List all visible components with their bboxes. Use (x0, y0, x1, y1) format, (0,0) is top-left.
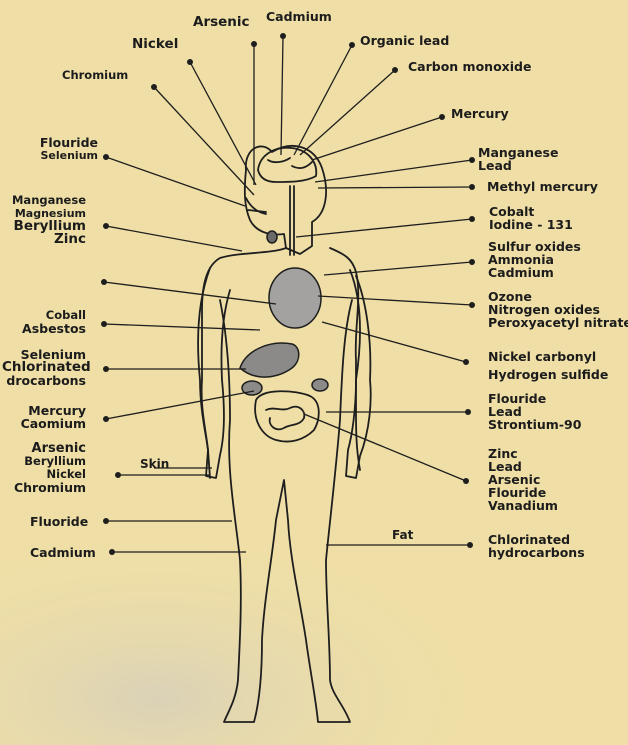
label-chromium-top: Chromium (62, 69, 128, 82)
label-flouride-lead-sr: Flouride Lead Strontium-90 (488, 392, 581, 431)
leader-zinc-group (304, 414, 466, 481)
label-arsenic-group: Arsenic Beryllium Nickel Chromium (8, 442, 86, 494)
label-line: Manganese (8, 194, 86, 207)
label-line: Lead (478, 159, 558, 172)
leader-organic-lead (294, 45, 352, 155)
leader-manganese-lead (315, 160, 472, 182)
label-line: Strontium-90 (488, 418, 581, 431)
liver (240, 343, 299, 377)
label-line: Hydrogen sulfide (488, 366, 608, 384)
label-line: Flouride (30, 136, 98, 149)
leader-ozone-group (318, 296, 472, 305)
leader-methyl-mercury (318, 187, 472, 188)
label-line: Asbestos (20, 322, 86, 335)
label-line: hydrocarbons (488, 546, 585, 559)
label-line: Fluoride (30, 515, 88, 528)
label-line: Cadmium (30, 546, 96, 559)
label-line: Nickel (132, 38, 178, 51)
label-mercury-top: Mercury (451, 107, 509, 120)
label-line: Organic lead (360, 34, 449, 47)
leader-flouride-selenium (106, 157, 245, 206)
label-cadmium-top: Cadmium (266, 10, 332, 23)
label-line: Selenium (30, 149, 98, 162)
label-line: Chromium (8, 481, 86, 494)
label-cadmium-left: Cadmium (30, 546, 96, 559)
label-mercury-caomium: Mercury Caomium (20, 404, 86, 430)
label-fat: Fat (392, 529, 413, 542)
leader-mercury-caomium (106, 391, 254, 419)
leader-coball-asbestos (104, 324, 260, 330)
leader-sulfur-left (104, 282, 276, 304)
label-line: Chromium (62, 69, 128, 82)
label-methyl-mercury: Methyl mercury (487, 180, 598, 193)
kidney-right (312, 379, 328, 391)
label-line: Caomium (20, 417, 86, 430)
label-arsenic-top: Arsenic (193, 16, 250, 29)
leader-carbon-monoxide (300, 70, 395, 155)
label-line: Peroxyacetyl nitrate (488, 316, 628, 329)
leader-nickel-top (190, 62, 256, 185)
leader-mercury-top (312, 117, 442, 160)
label-chlorinated-right: Chlorinated hydrocarbons (488, 533, 585, 559)
label-organic-lead: Organic lead (360, 34, 449, 47)
label-zinc-group: Zinc Lead Arsenic Flouride Vanadium (488, 447, 558, 512)
label-manganese-lead: Manganese Lead (478, 146, 558, 172)
leader-sulfur-group (324, 262, 472, 275)
label-nickel-top: Nickel (132, 38, 178, 51)
brain-and-spine (246, 148, 316, 255)
label-line: Skin (140, 458, 169, 471)
label-selenium-chlorinated: Selenium Chlorinated drocarbons (2, 348, 86, 387)
label-line: Zinc (8, 233, 86, 246)
label-flouride-selenium: Flouride Selenium (30, 136, 98, 162)
label-mn-mg-be-zn: Manganese Magnesium Beryllium Zinc (8, 194, 86, 246)
leader-mn-mg-be-zn (106, 226, 242, 251)
label-line: Fat (392, 529, 413, 542)
label-coball-asbestos: Coball Asbestos (20, 309, 86, 335)
label-line: Nickel carbonyl (488, 348, 608, 366)
label-line: Mercury (451, 107, 509, 120)
label-line: Arsenic (193, 16, 250, 29)
label-line: Methyl mercury (487, 180, 598, 193)
leader-cadmium-top (281, 36, 283, 155)
label-carbon-monoxide: Carbon monoxide (408, 60, 531, 73)
lungs-heart (269, 268, 321, 328)
label-ozone-group: Ozone Nitrogen oxides Peroxyacetyl nitra… (488, 290, 628, 329)
label-sulfur-group: Sulfur oxides Ammonia Cadmium (488, 240, 581, 279)
label-skin: Skin (140, 458, 169, 471)
thyroid (267, 231, 277, 243)
label-nickel-carbonyl: Nickel carbonyl Hydrogen sulfide (488, 348, 608, 384)
label-line: drocarbons (2, 374, 86, 387)
label-line: Carbon monoxide (408, 60, 531, 73)
label-cobalt-iodine: Cobalt Iodine - 131 (489, 205, 573, 231)
label-line: Vanadium (488, 499, 558, 512)
label-line: Cadmium (488, 266, 581, 279)
label-fluoride-left: Fluoride (30, 515, 88, 528)
label-line: Iodine - 131 (489, 218, 573, 231)
leader-cobalt-iodine (296, 219, 472, 237)
label-line: Cadmium (266, 10, 332, 23)
